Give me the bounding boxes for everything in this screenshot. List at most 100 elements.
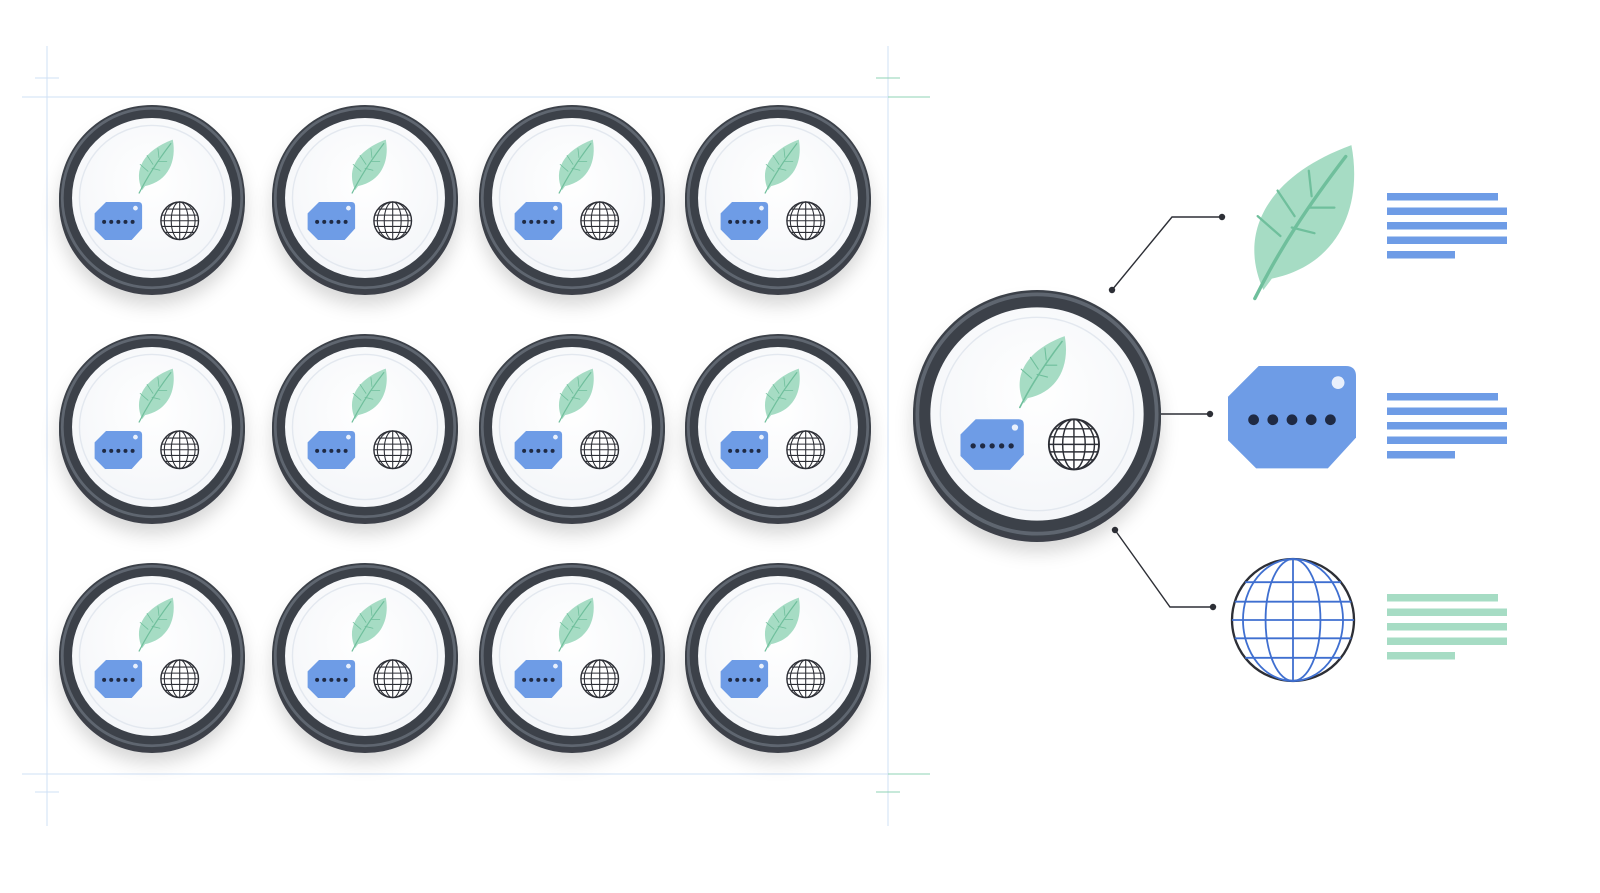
tag-icon [514,659,563,698]
connector-dot [1111,526,1119,534]
text-line-placeholder [1387,222,1507,230]
tag-dot [1305,414,1317,426]
leaf-vein-branch [571,396,581,400]
leaf-vein [1253,154,1348,301]
leaf-icon [558,368,594,423]
tag-dot [536,219,541,224]
leaf-vein [764,142,798,194]
leaf-vein-branch [157,148,160,158]
grid-disc [479,105,665,295]
tag-dot [102,219,107,224]
text-line-placeholder [1387,451,1455,459]
text-line-placeholder [1387,193,1498,201]
disc-inner-rim [704,353,852,501]
text-line-placeholder [1387,236,1507,244]
disc-ring-highlight [480,106,664,290]
tag-dot [522,677,527,682]
text-line-placeholder [1387,608,1507,616]
globe-icon [786,659,826,699]
leaf-vein-branch [151,625,161,629]
tag-dot [522,219,527,224]
tag-icon [94,659,143,698]
tag-dot [336,219,341,224]
tag-dot [749,448,754,453]
tag-dot [749,677,754,682]
tag-hole [1011,424,1019,431]
disc-ring-highlight [273,335,457,519]
leaf-vein-branch [364,167,374,171]
grid-disc [479,334,665,524]
leaf-vein [351,142,385,194]
tag-dot [735,677,740,682]
grid-disc [59,334,245,524]
tag-icon [307,659,356,698]
tag-dot [979,443,986,449]
connector-lines [1108,213,1226,611]
text-line-placeholder [1387,207,1507,215]
disc-inner-rim [498,582,646,730]
tag-dot [543,677,548,682]
leaf-vein-branch [1256,215,1282,238]
leaf-icon [138,368,174,423]
tag-dot [322,677,327,682]
tag-icon [720,430,769,469]
leaf-vein-branch [571,625,581,629]
disc-inner-rim [704,582,852,730]
text-line-placeholder [1387,652,1455,660]
tag-dot [315,448,320,453]
tag-hole [759,434,764,440]
disc-face [72,118,232,278]
leaf-vein-branch [151,167,161,171]
tag-hole [1331,376,1345,390]
tag-dot [735,448,740,453]
leaf-vein-branch [1020,368,1033,379]
disc-inner-rim [498,353,646,501]
disc-face [930,307,1144,521]
text-line-placeholder [1387,623,1507,631]
leaf-vein-branch [359,384,367,394]
grid-disc [272,334,458,524]
grid-disc [59,563,245,753]
leaf-vein-branch [370,377,373,387]
leaf-vein-branch [352,163,362,172]
leaf-vein-branch [139,392,149,401]
leaf-vein-branch [777,625,787,629]
globe-icon [373,201,413,241]
tag-dot [329,677,334,682]
disc-face [698,576,858,736]
tag-dot [336,677,341,682]
tag-hole [133,663,138,669]
leaf-vein-branch [370,606,373,616]
tag-icon [514,201,563,240]
tag-dot [749,219,754,224]
tag-dot [550,219,555,224]
tag-hole [133,205,138,211]
tag-hole [759,663,764,669]
disc-face [698,347,858,507]
globe-icon [160,201,200,241]
crop-marks [22,46,930,826]
leaf-vein-branch [772,384,780,394]
disc-inner-rim [291,353,439,501]
tag-dot [998,443,1005,449]
tag-dot [728,219,733,224]
leaf-vein-branch [559,621,569,630]
leaf-vein-branch [571,167,581,171]
leaf-icon [764,368,800,423]
tag-dot [336,448,341,453]
disc-ring-highlight [60,564,244,748]
tag-dot [322,219,327,224]
tag-dot [522,448,527,453]
tag-dot [742,219,747,224]
tag-dot [728,448,733,453]
tag-dot [989,443,995,449]
leaf-icon [1019,336,1066,409]
tag-dot [102,448,107,453]
leaf-vein [138,142,172,194]
leaf-vein-branch [783,606,786,616]
leaf-vein-branch [359,155,367,165]
tag-dot [1008,443,1014,449]
leaf-icon [138,139,174,194]
disc-inner-rim [78,582,226,730]
disc-ring-highlight [60,335,244,519]
